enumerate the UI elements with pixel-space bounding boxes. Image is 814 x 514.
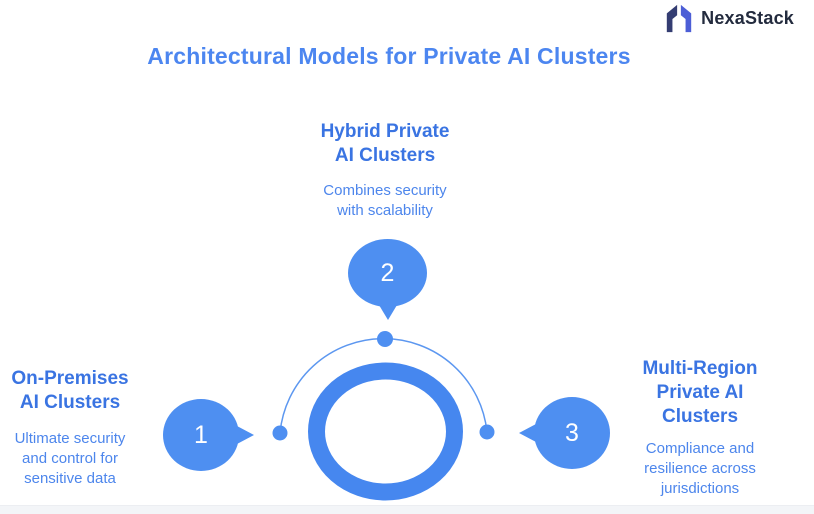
connector-dot-left: [272, 425, 288, 441]
model-heading: On-Premises AI Clusters: [11, 368, 129, 413]
step-bubble-2: 2: [348, 239, 427, 320]
bubble-tail-right: [237, 426, 254, 444]
brand-name: NexaStack: [701, 7, 794, 28]
bottom-edge-strip: [0, 505, 814, 514]
model-description: Ultimate security and control for sensit…: [14, 430, 126, 487]
center-ring: [308, 362, 463, 501]
step-bubble-3: 3: [519, 397, 610, 469]
brand: NexaStack: [664, 3, 794, 33]
model-hybrid: Hybrid Private AI Clusters Combines secu…: [285, 120, 485, 221]
step-number: 1: [194, 420, 208, 449]
model-heading: Multi-Region Private AI Clusters: [642, 358, 758, 427]
model-description: Compliance and resilience across jurisdi…: [644, 440, 756, 497]
step-bubble-1: 1: [163, 399, 254, 471]
bubble-tail-down: [378, 305, 397, 320]
model-description: Combines security with scalability: [323, 182, 447, 219]
model-heading: Hybrid Private AI Clusters: [320, 121, 450, 166]
page-title: Architectural Models for Private AI Clus…: [147, 43, 631, 69]
model-on-premises: On-Premises AI Clusters Ultimate securit…: [0, 367, 140, 489]
model-multi-region: Multi-Region Private AI Clusters Complia…: [635, 357, 765, 499]
step-number: 2: [380, 258, 395, 287]
connector-dot-right: [479, 424, 495, 440]
step-number: 3: [565, 418, 579, 447]
bubble-tail-left: [519, 424, 536, 442]
nexastack-logo-icon: [666, 4, 692, 33]
connector-dot-top: [377, 331, 393, 347]
